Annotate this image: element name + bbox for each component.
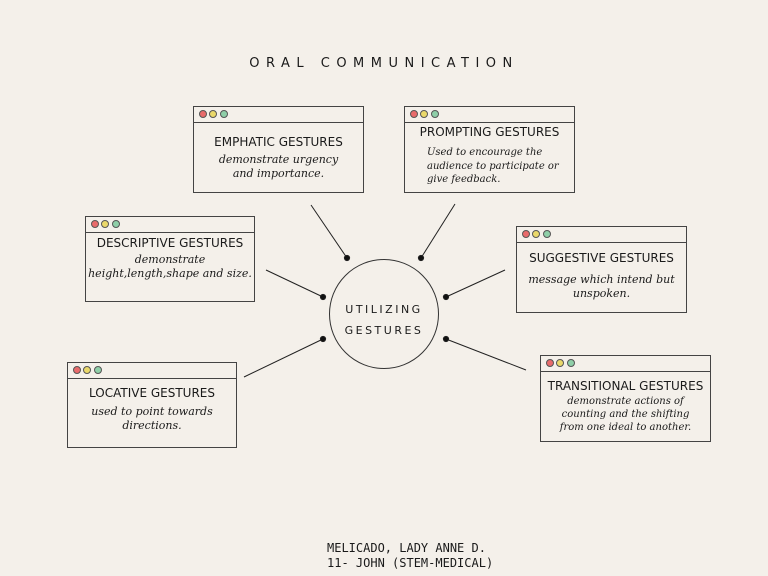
- box-heading: DESCRIPTIVE GESTURES: [96, 236, 244, 250]
- red-dot-icon: [546, 359, 554, 367]
- green-dot-icon: [431, 110, 439, 118]
- connector-transitional: [445, 338, 527, 371]
- center-label-line1: UTILIZING: [345, 303, 423, 316]
- window-bar: [517, 227, 686, 243]
- connector-dot-transitional: [442, 335, 450, 343]
- author-credit: MELICADO, LADY ANNE D.11- JOHN (STEM-MED…: [327, 541, 493, 571]
- connector-dot-emphatic: [343, 254, 351, 262]
- desc-line: message which intend but: [528, 273, 675, 286]
- box-locative-gestures: LOCATIVE GESTURES used to point towards …: [67, 362, 237, 448]
- connector-prompting: [420, 203, 456, 259]
- window-bar: [405, 107, 574, 123]
- desc-line: demonstrate: [134, 253, 206, 266]
- desc-line: demonstrate urgency: [218, 153, 339, 166]
- diagram-title: ORAL COMMUNICATION: [249, 56, 519, 71]
- box-prompting-gestures: PROMPTING GESTURES Used to encourage the…: [404, 106, 575, 193]
- desc-line: demonstrate actions of: [567, 396, 684, 407]
- yellow-dot-icon: [532, 230, 540, 238]
- window-bar: [68, 363, 236, 379]
- red-dot-icon: [522, 230, 530, 238]
- box-description: demonstrate height,length,shape and size…: [86, 253, 254, 281]
- box-descriptive-gestures: DESCRIPTIVE GESTURES demonstrate height,…: [85, 216, 255, 302]
- box-description: demonstrate urgency and importance.: [194, 153, 363, 181]
- green-dot-icon: [220, 110, 228, 118]
- box-description: used to point towards directions.: [68, 405, 236, 433]
- window-bar: [194, 107, 363, 123]
- desc-line: counting and the shifting: [561, 409, 690, 420]
- desc-line: directions.: [122, 419, 182, 432]
- connector-dot-suggestive: [442, 293, 450, 301]
- center-label-line2: GESTURES: [344, 324, 424, 337]
- desc-line: give feedback.: [427, 174, 501, 185]
- connector-dot-prompting: [417, 254, 425, 262]
- box-heading: LOCATIVE GESTURES: [89, 386, 215, 400]
- yellow-dot-icon: [101, 220, 109, 228]
- box-heading: EMPHATIC GESTURES: [214, 135, 343, 149]
- box-transitional-gestures: TRANSITIONAL GESTURES demonstrate action…: [540, 355, 711, 442]
- green-dot-icon: [94, 366, 102, 374]
- connector-dot-descriptive: [319, 293, 327, 301]
- green-dot-icon: [567, 359, 575, 367]
- red-dot-icon: [73, 366, 81, 374]
- window-bar: [541, 356, 710, 372]
- yellow-dot-icon: [83, 366, 91, 374]
- connector-locative: [243, 338, 324, 378]
- box-suggestive-gestures: SUGGESTIVE GESTURES message which intend…: [516, 226, 687, 313]
- desc-line: from one ideal to another.: [559, 422, 692, 433]
- desc-line: height,length,shape and size.: [88, 267, 252, 280]
- author-section: 11- JOHN (STEM-MEDICAL): [327, 556, 494, 570]
- desc-line: used to point towards: [91, 405, 213, 418]
- connector-suggestive: [445, 269, 506, 298]
- desc-line: and importance.: [232, 167, 325, 180]
- connector-dot-locative: [319, 335, 327, 343]
- center-circle: UTILIZING GESTURES: [329, 259, 439, 369]
- yellow-dot-icon: [420, 110, 428, 118]
- desc-line: unspoken.: [572, 287, 631, 300]
- desc-line: Used to encourage the: [427, 147, 543, 158]
- window-bar: [86, 217, 254, 233]
- green-dot-icon: [543, 230, 551, 238]
- author-name: MELICADO, LADY ANNE D.: [327, 541, 486, 555]
- red-dot-icon: [91, 220, 99, 228]
- connector-emphatic: [310, 204, 348, 259]
- box-description: Used to encourage the audience to partic…: [405, 146, 574, 187]
- yellow-dot-icon: [209, 110, 217, 118]
- red-dot-icon: [410, 110, 418, 118]
- box-heading: PROMPTING GESTURES: [419, 125, 560, 139]
- green-dot-icon: [112, 220, 120, 228]
- red-dot-icon: [199, 110, 207, 118]
- box-heading: TRANSITIONAL GESTURES: [547, 379, 704, 393]
- box-description: demonstrate actions of counting and the …: [541, 395, 710, 434]
- connector-descriptive: [265, 269, 324, 298]
- box-emphatic-gestures: EMPHATIC GESTURES demonstrate urgency an…: [193, 106, 364, 193]
- desc-line: audience to participate or: [427, 160, 559, 172]
- box-description: message which intend but unspoken.: [517, 273, 686, 301]
- box-heading: SUGGESTIVE GESTURES: [529, 251, 674, 265]
- yellow-dot-icon: [556, 359, 564, 367]
